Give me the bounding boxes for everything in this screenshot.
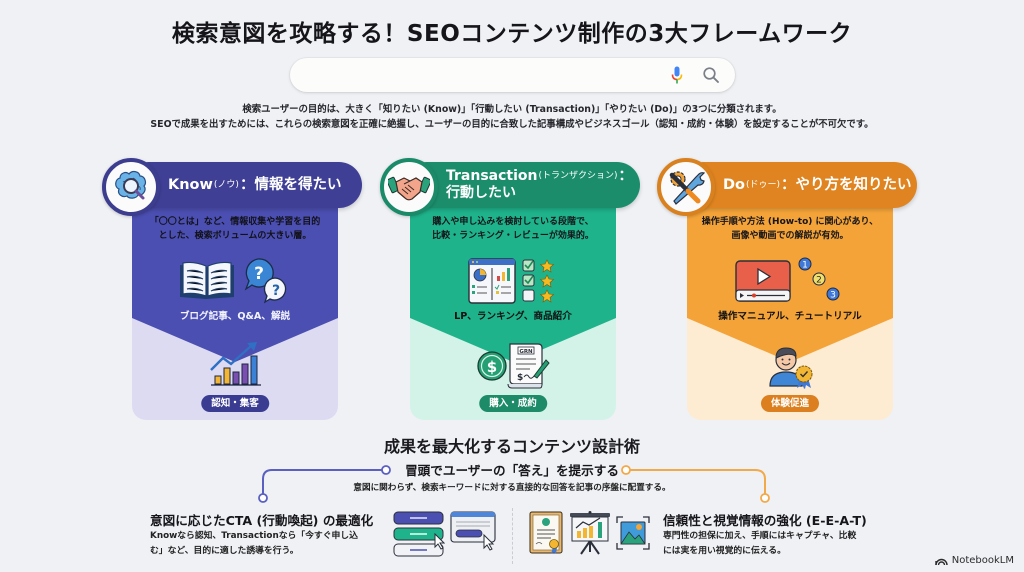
watermark-label: NotebookLM — [951, 555, 1014, 566]
checklist-stars-icon — [522, 259, 555, 303]
search-bar[interactable] — [290, 58, 735, 92]
svg-text:$: $ — [487, 358, 497, 376]
card-title-jp: やり方を知りたい — [795, 176, 912, 193]
eeat-title: 信頼性と視覚情報の強化 (E-E-A-T) — [663, 513, 867, 528]
wrench-gear-icon — [669, 171, 706, 205]
connector-node — [760, 493, 770, 503]
card-title-reading: (ノウ) — [213, 179, 239, 190]
browser-cursor-icon — [450, 511, 496, 551]
design-section-title: 成果を最大化するコンテンツ設計術 — [383, 437, 640, 456]
numbered-steps-icon: 1 2 3 — [798, 257, 840, 301]
card-title-separator: ： — [781, 176, 796, 193]
presentation-chart-icon — [570, 511, 610, 555]
microphone-icon[interactable] — [671, 66, 683, 85]
content-formats: ブログ記事、Q&A、解説 — [179, 311, 291, 322]
card-title-jp: 情報を得たい — [254, 176, 342, 193]
notebooklm-logo-icon — [935, 558, 948, 565]
card-title-en: Know — [168, 176, 213, 193]
card-description: 操作手順や方法 (How-to) に関心があり、 画像や動画での解説が有効。 — [701, 217, 879, 241]
user-award-icon — [769, 347, 813, 389]
answer-first-title: 冒頭でユーザーの「答え」を提示する — [405, 463, 619, 478]
cta-description: Knowなら認知、Transactionなら「今すぐ申し込 む」など、目的に適し… — [150, 531, 358, 556]
certificate-icon — [529, 511, 563, 554]
question-bubbles-icon: ? ? — [244, 258, 287, 304]
card-transaction: Transaction (トランザクション) ： 行動したい 購入や申し込みを検… — [380, 158, 640, 420]
comparison-dashboard-icon — [468, 258, 516, 304]
intro-line-2: SEOで成果を出すためには、これらの検索意図を正確に絶握し、ユーザーの目的に合致… — [150, 119, 874, 130]
section-divider — [512, 508, 513, 564]
card-description: 購入や申し込みを検討している段階で、 比較・ランキング・レビューが効果的。 — [432, 217, 594, 241]
content-formats: 操作マニュアル、チュートリアル — [718, 311, 862, 322]
header-icon-circle — [102, 158, 160, 216]
notebooklm-watermark: NotebookLM — [935, 555, 1014, 566]
cta-title: 意図に応じたCTA (行動喚起) の最適化 — [150, 513, 374, 528]
svg-text:3: 3 — [830, 291, 836, 301]
connector-node — [258, 493, 268, 503]
card-know: Know (ノウ) ： 情報を得たい 「〇〇とは」など、情報収集や学習を目的 と… — [102, 158, 362, 420]
svg-text:$: $ — [517, 373, 523, 383]
card-title-reading: (ドゥー) — [746, 179, 781, 190]
growth-chart-icon — [210, 342, 261, 386]
svg-text:?: ? — [254, 264, 264, 284]
svg-text:2: 2 — [816, 276, 822, 286]
dollar-contract-icon: $ GRN $ — [477, 343, 550, 389]
goal-badge: 購入・成約 — [479, 395, 547, 412]
contract-label: GRN — [519, 349, 533, 355]
card-header: Know (ノウ) ： 情報を得たい — [126, 162, 362, 208]
intro-line-1: 検索ユーザーの目的は、大きく「知りたい (Know)」「行動したい (Trans… — [242, 104, 782, 115]
card-do: Do (ドゥー) ： やり方を知りたい 操作手順や方法 (How-to) に関心… — [657, 158, 917, 420]
goal-badge: 認知・集客 — [201, 395, 269, 412]
svg-text:1: 1 — [802, 261, 808, 271]
search-icon[interactable] — [702, 66, 720, 84]
card-header: Do (ドゥー) ： やり方を知りたい — [681, 162, 917, 208]
open-book-icon — [180, 261, 234, 299]
card-title: Know (ノウ) ： 情報を得たい — [168, 162, 354, 208]
goal-badge: 体験促進 — [760, 395, 820, 412]
card-title-reading: (トランザクション) — [538, 171, 618, 181]
eeat-description: 専門性の担保に加え、手順にはキャプチャ、比較 には実を用い視覚的に伝える。 — [663, 531, 857, 556]
cta-buttons-icon — [393, 511, 445, 557]
search-input[interactable] — [304, 64, 664, 86]
card-header: Transaction (トランザクション) ： 行動したい — [404, 162, 640, 208]
card-title-en: Do — [723, 176, 745, 193]
image-icon — [616, 516, 650, 550]
answer-first-description: 意図に関わらず、検索キーワードに対する直接的な回答を記事の序盤に配置する。 — [353, 483, 671, 493]
card-title: Do (ドゥー) ： やり方を知りたい — [723, 162, 912, 208]
card-title-en: Transaction — [446, 168, 538, 184]
card-title: Transaction (トランザクション) ： 行動したい — [446, 162, 633, 208]
page-title: 検索意図を攻略する！SEOコンテンツ制作の3大フレームワーク — [171, 21, 853, 47]
video-player-icon — [735, 260, 791, 302]
svg-text:?: ? — [272, 283, 280, 299]
brain-magnifier-icon — [115, 170, 146, 200]
content-formats: LP、ランキング、商品紹介 — [454, 311, 572, 322]
header-icon-circle — [380, 158, 438, 216]
header-icon-circle — [657, 158, 715, 216]
card-description: 「〇〇とは」など、情報収集や学習を目的 とした、検索ボリュームの大きい層。 — [149, 217, 321, 241]
card-title-jp: 行動したい — [446, 185, 516, 201]
card-title-separator: ： — [618, 168, 633, 184]
card-title-separator: ： — [239, 176, 255, 193]
handshake-icon — [388, 176, 430, 201]
